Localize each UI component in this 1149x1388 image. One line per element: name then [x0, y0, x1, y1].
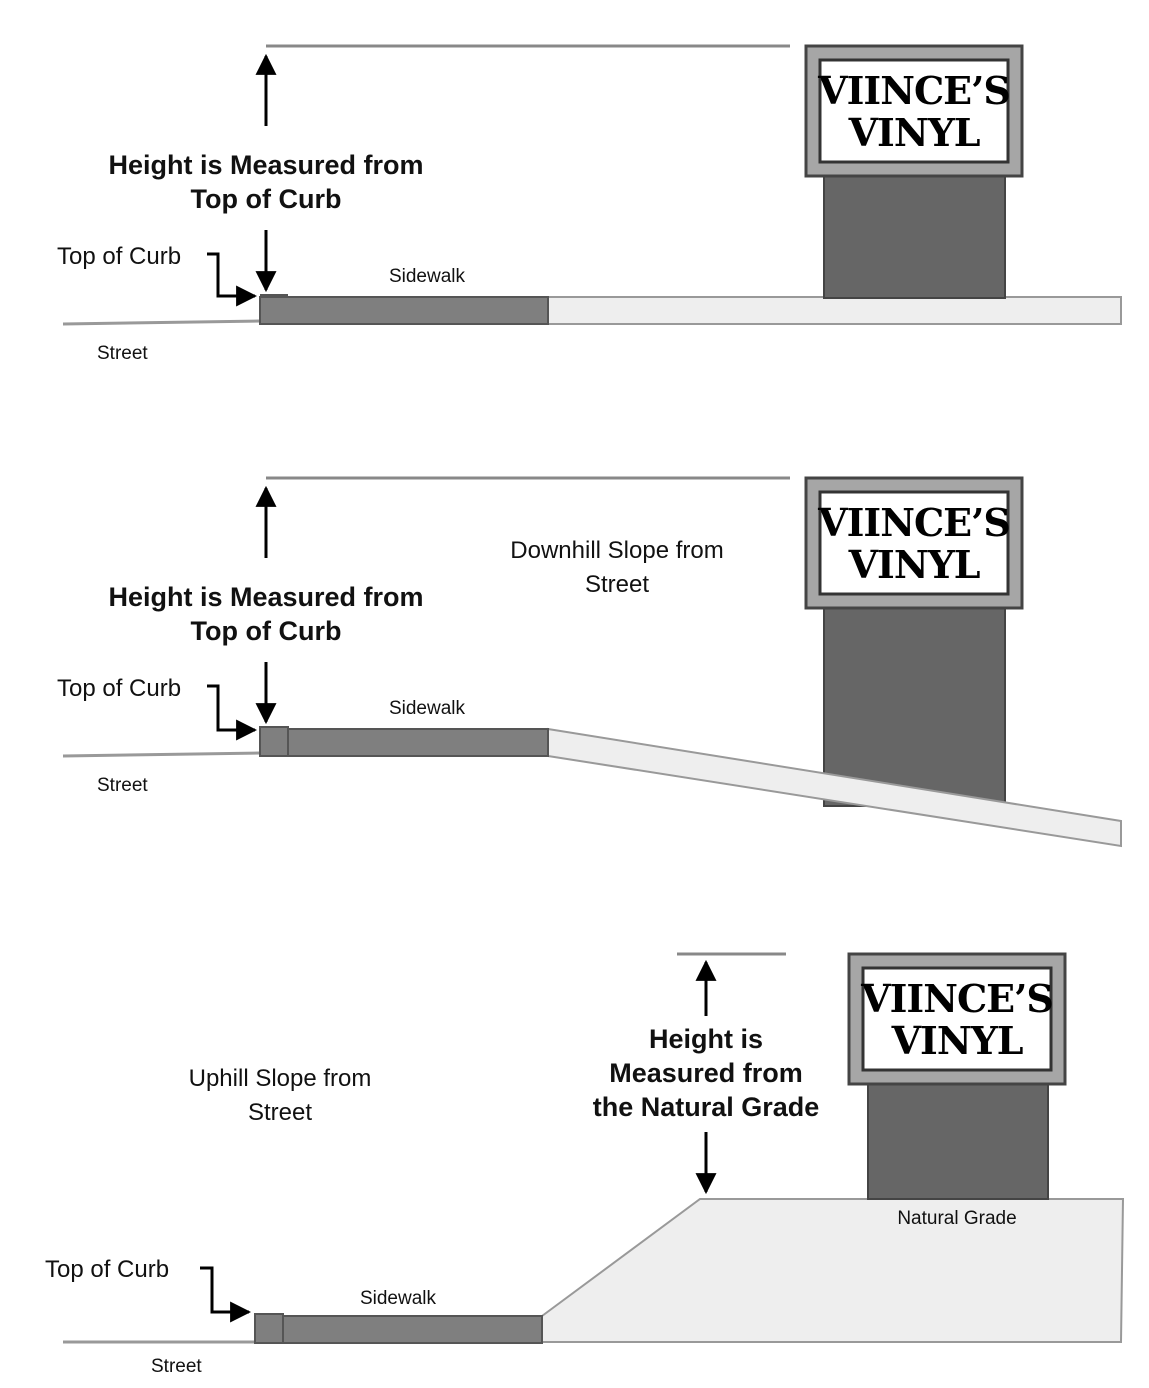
slope-label-line2: Street	[585, 571, 649, 598]
height-label-line1: Height is	[649, 1024, 763, 1054]
slope-label-line1: Uphill Slope from	[189, 1065, 372, 1092]
sign-post	[867, 1081, 1049, 1200]
top-of-curb-pointer	[207, 684, 258, 741]
height-label-line3: the Natural Grade	[593, 1092, 820, 1122]
height-label-line2: Top of Curb	[191, 184, 342, 214]
top-of-curb-label: Top of Curb	[57, 675, 181, 702]
sign-face	[818, 490, 1010, 596]
street-surface	[62, 751, 261, 758]
sign-text-line2: VINYL	[848, 110, 980, 155]
sign-post	[823, 173, 1006, 299]
street-surface	[62, 319, 261, 326]
panel-uphill: Uphill Slope from Street Height is Measu…	[45, 952, 1125, 1377]
sign-text-line1: VIINCE’S	[817, 500, 1010, 545]
top-of-curb-pointer	[207, 252, 258, 307]
slope-label-line2: Street	[248, 1099, 312, 1126]
sign-text-line2: VINYL	[891, 1018, 1023, 1063]
sidewalk-label: Sidewalk	[360, 1288, 437, 1309]
sign-text-line2: VINYL	[848, 542, 980, 587]
street-label: Street	[97, 343, 148, 364]
sidewalk-label: Sidewalk	[389, 698, 466, 719]
sign-face	[861, 966, 1053, 1072]
sign-post	[823, 605, 1006, 807]
street-label: Street	[97, 775, 148, 796]
sign-text-line1: VIINCE’S	[860, 976, 1053, 1021]
sidewalk-slab	[259, 296, 549, 325]
slope-label-line1: Downhill Slope from	[510, 537, 723, 564]
sidewalk-slab	[282, 1315, 543, 1344]
curb	[259, 726, 289, 757]
sign-text-line1: VIINCE’S	[817, 68, 1010, 113]
curb	[254, 1313, 284, 1344]
ground	[547, 296, 1122, 325]
street-label: Street	[151, 1356, 202, 1377]
panel-downhill: Height is Measured from Top of Curb Down…	[57, 476, 1122, 848]
height-label-line2: Measured from	[609, 1058, 803, 1088]
natural-grade-label: Natural Grade	[897, 1208, 1016, 1229]
top-of-curb-label: Top of Curb	[57, 243, 181, 270]
height-label-line1: Height is Measured from	[108, 150, 423, 180]
sign-face	[818, 58, 1010, 164]
uphill-ground	[541, 1198, 1125, 1343]
sidewalk-label: Sidewalk	[389, 266, 466, 287]
height-label-line2: Top of Curb	[191, 616, 342, 646]
sidewalk-slab	[287, 728, 549, 757]
panel-flat: Height is Measured from Top of Curb Top …	[57, 44, 1122, 364]
top-of-curb-label: Top of Curb	[45, 1256, 169, 1283]
top-of-curb-pointer	[200, 1266, 252, 1323]
height-label-line1: Height is Measured from	[108, 582, 423, 612]
